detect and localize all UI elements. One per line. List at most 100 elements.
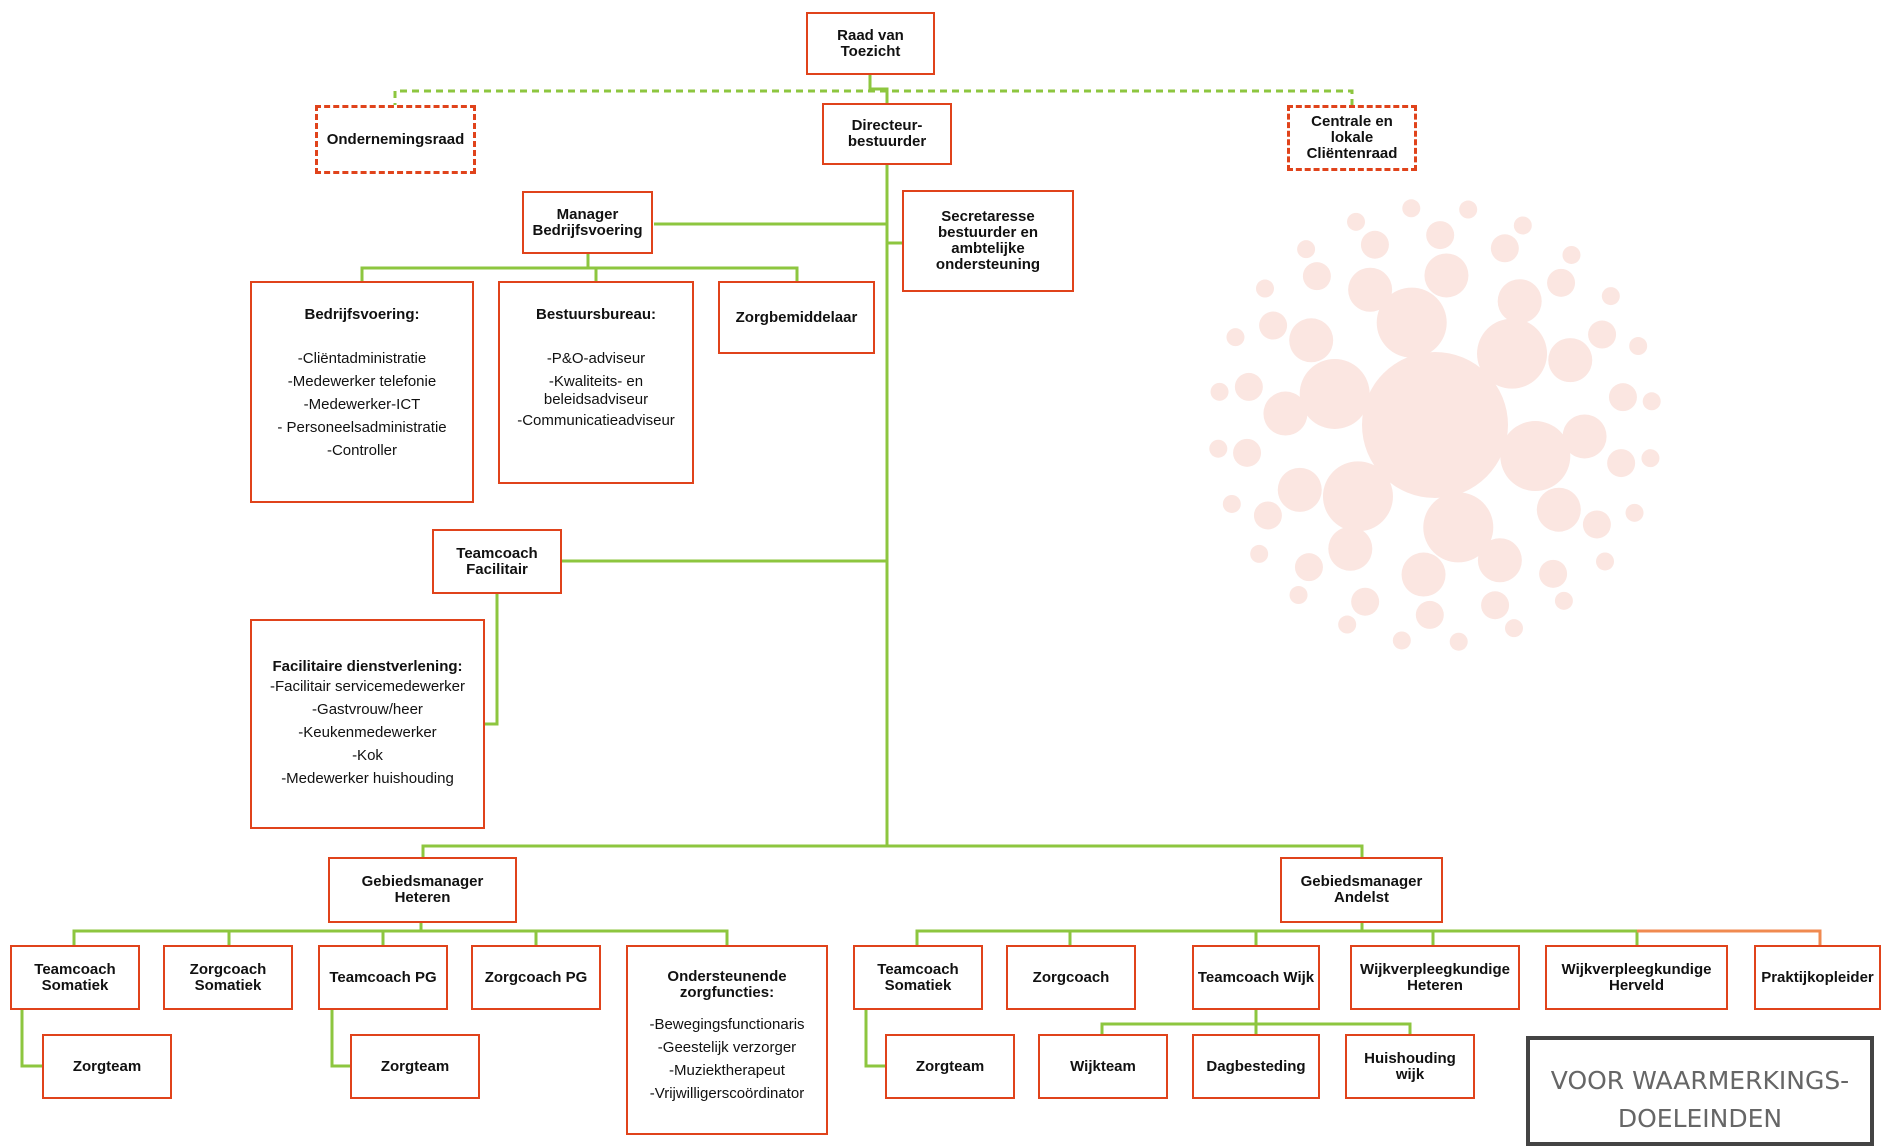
secretaresse-box: Secretaresse bestuurder en ambtelijke on… xyxy=(902,190,1074,292)
zorgcoach-pg-label: Zorgcoach PG xyxy=(484,968,588,986)
line-zorgteam-1 xyxy=(20,1009,43,1068)
teamcoach-facilitair-label: Teamcoach Facilitair xyxy=(456,544,538,578)
bedrijfsvoering-box: Bedrijfsvoering: -Cliëntadministratie -M… xyxy=(250,281,474,503)
wijkteam-label: Wijkteam xyxy=(1070,1057,1136,1075)
bestuursbureau-title: Bestuursbureau: xyxy=(535,306,657,323)
facilitaire-title: Facilitaire dienstverlening: xyxy=(272,657,463,675)
logo-dot xyxy=(1328,526,1373,571)
teamcoach-somatiek-andelst-box: Teamcoach Somatiek xyxy=(853,945,983,1010)
stamp-line-2: DOELEINDEN xyxy=(1617,1104,1783,1133)
facilitaire-item: -Medewerker huishouding xyxy=(281,769,454,787)
facilitaire-item: -Keukenmedewerker xyxy=(298,723,437,741)
logo-dot xyxy=(1360,230,1389,259)
wijkverpleegkundige-herveld-label: Wijkverpleegkundige Herveld xyxy=(1561,960,1712,994)
facilitaire-item: -Facilitair servicemedewerker xyxy=(269,677,466,695)
logo-dot xyxy=(1302,262,1331,291)
bestuursbureau-box: Bestuursbureau: -P&O-adviseur -Kwaliteit… xyxy=(498,281,694,484)
zorgteam-box: Zorgteam xyxy=(42,1034,172,1099)
logo-dot xyxy=(1259,311,1288,340)
line-heteren-children xyxy=(72,923,729,945)
logo-dot xyxy=(1539,559,1568,588)
clientenraad-box: Centrale en lokale Cliëntenraad xyxy=(1287,105,1417,171)
wijkverpleegkundige-heteren-label: Wijkverpleegkundige Heteren xyxy=(1360,960,1510,994)
wijkverpleegkundige-herveld-box: Wijkverpleegkundige Herveld xyxy=(1545,945,1728,1010)
gebiedsmanager-andelst-label: Gebiedsmanager Andelst xyxy=(1300,873,1423,906)
logo-dot xyxy=(1294,553,1323,582)
line-facilitaire xyxy=(484,594,499,726)
zorgcoach-pg-box: Zorgcoach PG xyxy=(471,945,601,1010)
ondersteunende-item: -Bewegingsfunctionaris xyxy=(649,1016,805,1033)
ondernemingsraad-label: Ondernemingsraad xyxy=(326,130,465,148)
raad-van-toezicht-box: Raad van Toezicht xyxy=(806,12,935,75)
logo-dot xyxy=(1362,352,1508,498)
logo-dot xyxy=(1209,439,1228,458)
bestuursbureau-item: -Communicatieadviseur xyxy=(517,412,675,429)
logo-dot xyxy=(1297,240,1316,259)
facilitaire-dienstverlening-box: Facilitaire dienstverlening: -Facilitair… xyxy=(250,619,485,829)
stamp-line-1: VOOR WAARMERKINGS- xyxy=(1550,1066,1850,1095)
logo-dot xyxy=(1562,414,1607,459)
facilitaire-item: -Gastvrouw/heer xyxy=(312,700,423,718)
logo-dot xyxy=(1322,461,1393,532)
logo-dot xyxy=(1497,279,1542,324)
directeur-bestuurder-label: Directeur- bestuurder xyxy=(847,117,927,150)
logo-dot xyxy=(1255,279,1274,298)
dagbesteding-box: Dagbesteding xyxy=(1192,1034,1320,1099)
teamcoach-pg-box: Teamcoach PG xyxy=(318,945,448,1010)
logo-dot xyxy=(1226,328,1245,347)
bestuursbureau-item: -Kwaliteits- en xyxy=(548,373,644,390)
teamcoach-wijk-label: Teamcoach Wijk xyxy=(1197,968,1315,986)
logo-dot xyxy=(1477,318,1548,389)
logo-dot xyxy=(1459,200,1478,219)
manager-bedrijfsvoering-label: Manager Bedrijfsvoering xyxy=(532,205,643,239)
bedrijfsvoering-item: -Medewerker telefonie xyxy=(287,373,437,390)
ondersteunende-zorgfuncties-box: Ondersteunende zorgfuncties: -Bewegingsf… xyxy=(626,945,828,1135)
teamcoach-somatiek-heteren-box: Teamcoach Somatiek xyxy=(10,945,140,1010)
logo-dot xyxy=(1210,382,1229,401)
logo-dot xyxy=(1547,268,1576,297)
praktijkopleider-label: Praktijkopleider xyxy=(1761,968,1874,986)
huishouding-wijk-box: Huishouding wijk xyxy=(1345,1034,1475,1099)
line-zorgteam-3 xyxy=(864,1009,886,1068)
teamcoach-facilitair-box: Teamcoach Facilitair xyxy=(432,529,562,594)
logo-dot xyxy=(1582,510,1611,539)
logo-dot xyxy=(1629,337,1648,356)
zorgteam-box: Zorgteam xyxy=(350,1034,480,1099)
line-raad-directeur xyxy=(868,75,889,105)
logo-dot xyxy=(1376,287,1447,358)
advisory-dashed-line xyxy=(393,89,1354,110)
logo-dot xyxy=(1426,221,1455,250)
teamcoach-wijk-box: Teamcoach Wijk xyxy=(1192,945,1320,1010)
logo-dot xyxy=(1253,501,1282,530)
logo-dot xyxy=(1481,591,1510,620)
ondersteunende-title: Ondersteunende zorgfuncties: xyxy=(667,968,787,1001)
logo-dot xyxy=(1504,619,1523,638)
line-gebiedsmanagers xyxy=(421,844,1364,858)
zorgcoach-box: Zorgcoach xyxy=(1006,945,1136,1010)
logo-dot xyxy=(1596,552,1615,571)
wijkteam-box: Wijkteam xyxy=(1038,1034,1168,1099)
gebiedsmanager-andelst-box: Gebiedsmanager Andelst xyxy=(1280,857,1443,923)
logo-dot xyxy=(1513,216,1532,235)
logo-dot xyxy=(1588,320,1617,349)
logo-dot xyxy=(1424,253,1469,298)
logo-dot xyxy=(1222,494,1241,513)
line-andelst-children xyxy=(915,923,1822,945)
logo-dot xyxy=(1548,338,1593,383)
bedrijfsvoering-item: -Cliëntadministratie xyxy=(297,350,427,367)
logo-dot xyxy=(1500,421,1571,492)
logo-dot xyxy=(1348,267,1393,312)
logo-dot xyxy=(1250,544,1269,563)
logo-dot xyxy=(1289,586,1308,605)
logo-dot xyxy=(1347,212,1366,231)
logo-dot xyxy=(1277,467,1322,512)
zorgcoach-label: Zorgcoach xyxy=(1032,968,1110,986)
logo-dot xyxy=(1263,391,1308,436)
manager-bedrijfsvoering-box: Manager Bedrijfsvoering xyxy=(522,191,653,254)
zorgteam-label: Zorgteam xyxy=(72,1057,142,1075)
zorgbemiddelaar-label: Zorgbemiddelaar xyxy=(735,308,858,326)
ondersteunende-item: -Geestelijk verzorger xyxy=(657,1039,797,1056)
dagbesteding-label: Dagbesteding xyxy=(1206,1057,1306,1075)
logo-dot xyxy=(1536,487,1581,532)
